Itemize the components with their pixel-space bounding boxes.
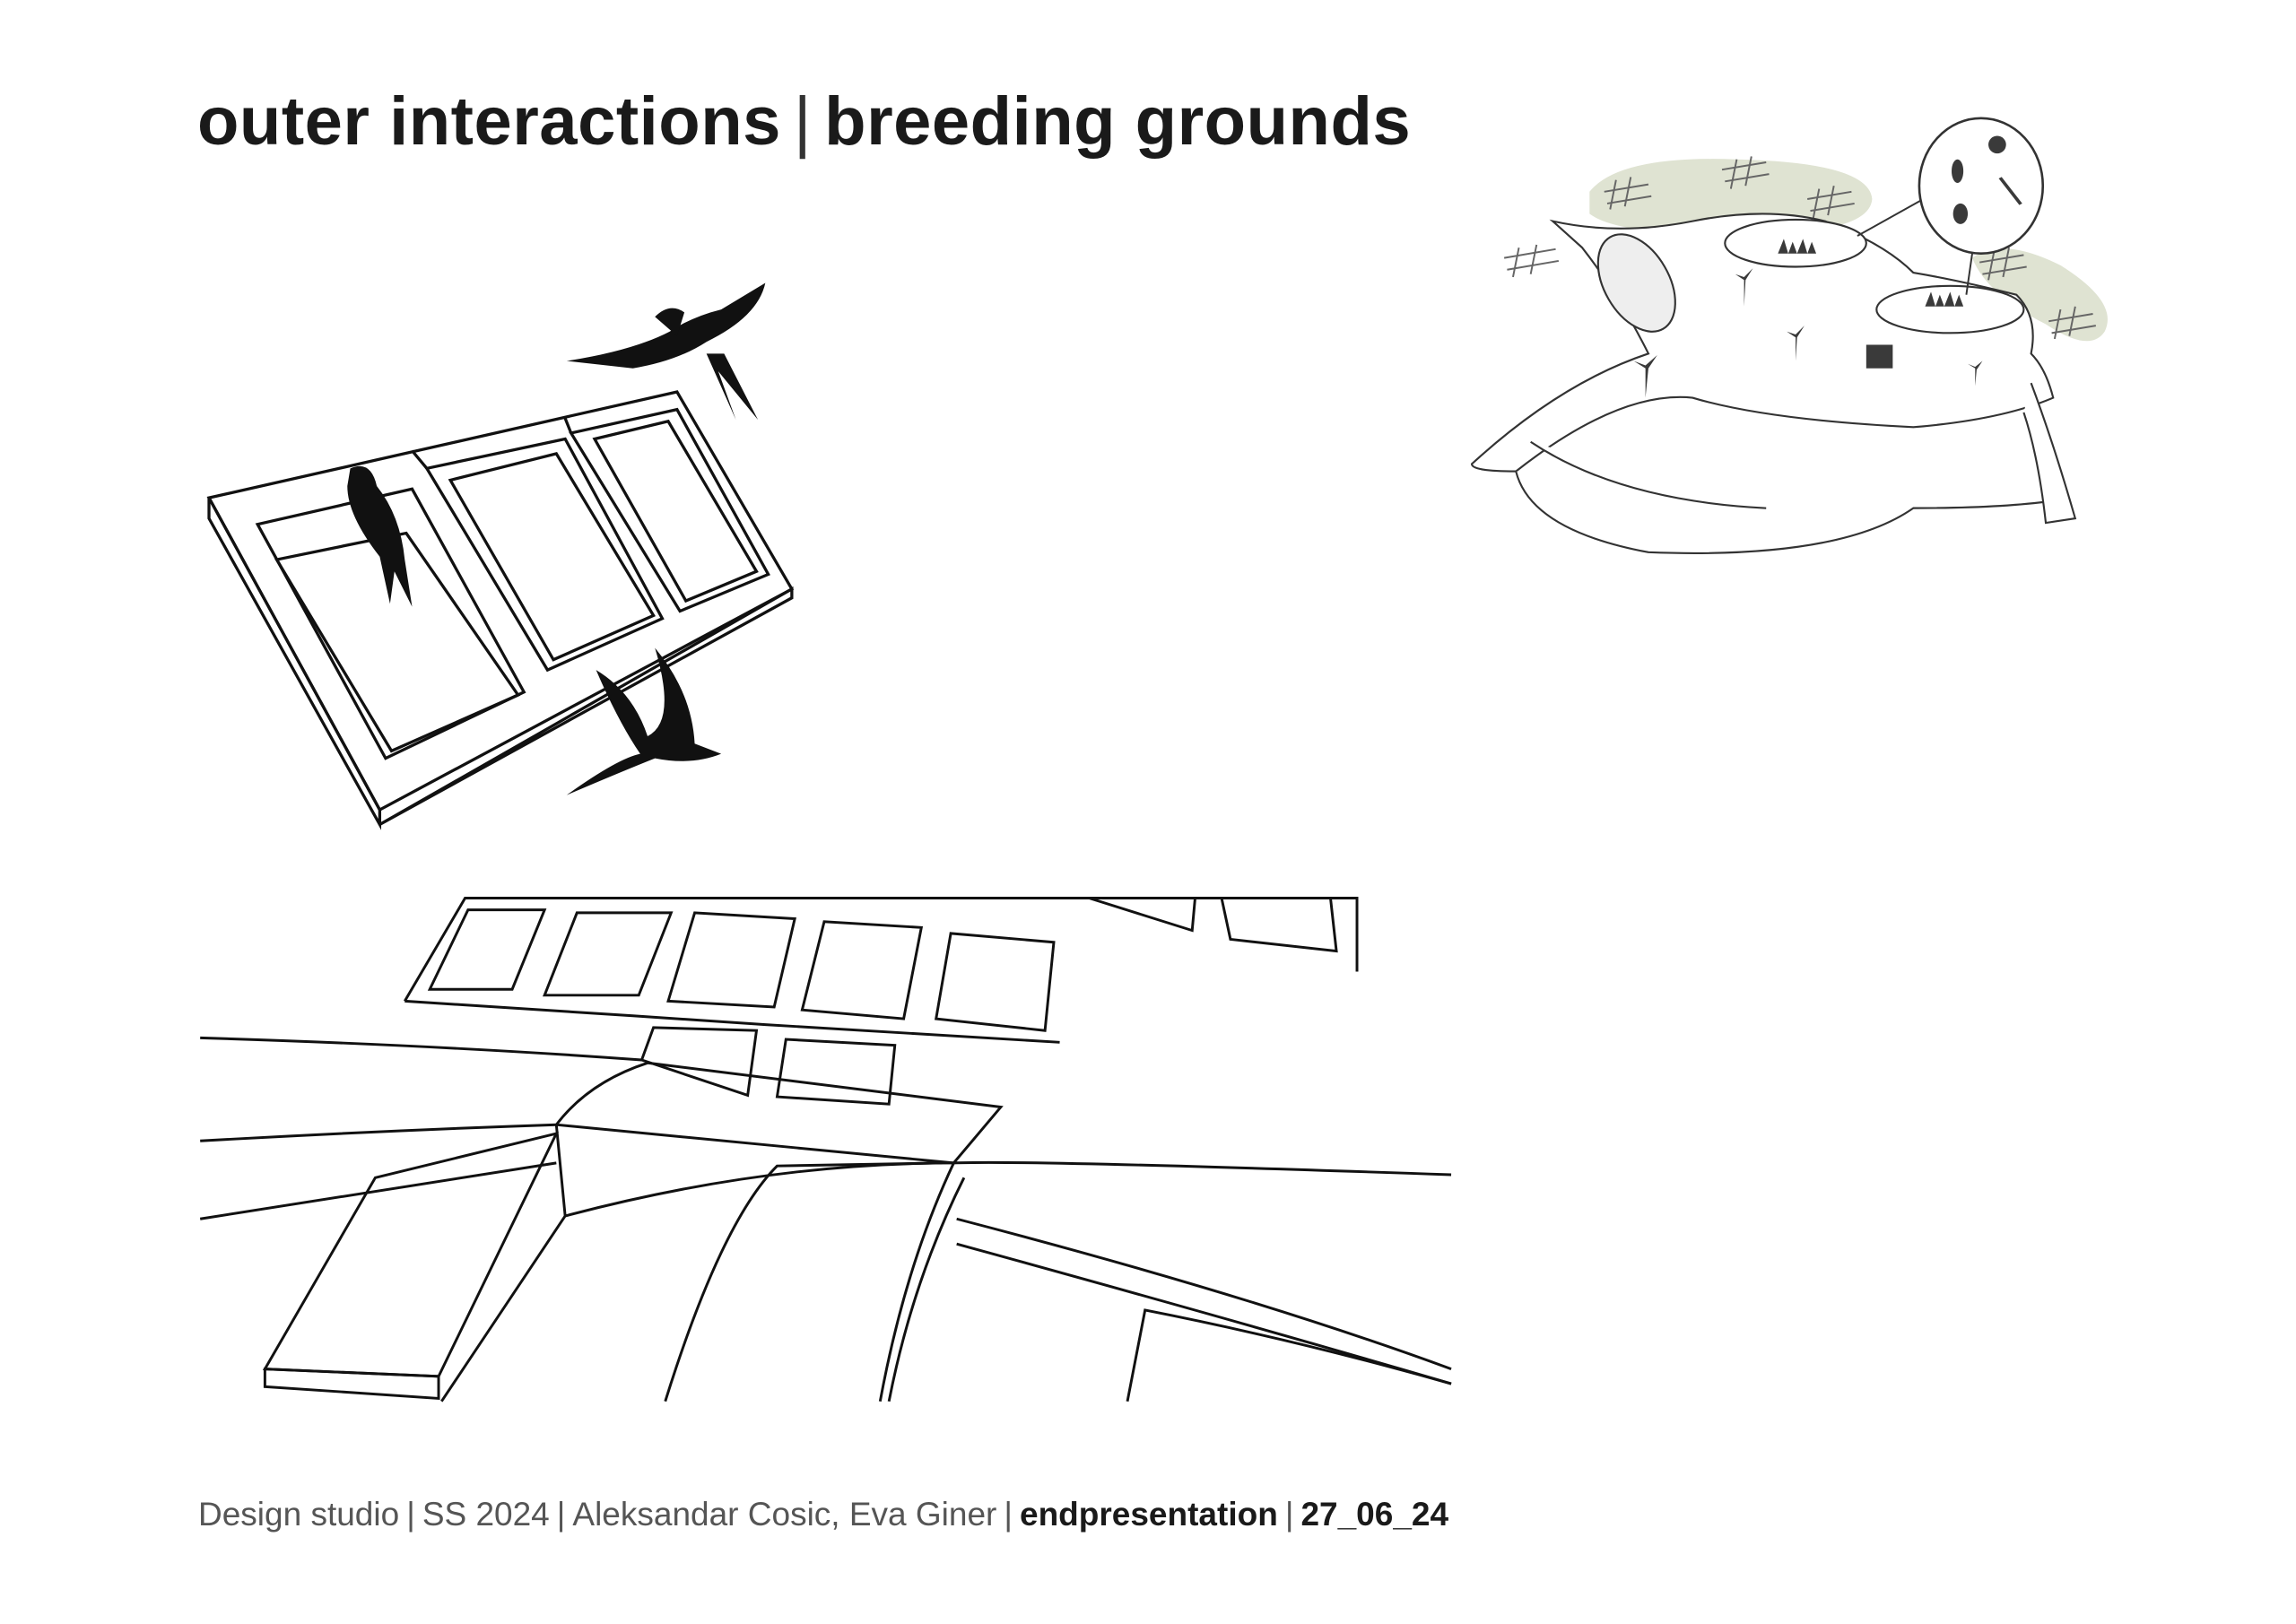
swallow-icon [566, 282, 766, 421]
dragonfly-icon [1998, 177, 2022, 205]
grass-icon [1778, 239, 1817, 254]
flying-swallow-icon [566, 647, 722, 795]
footer-separator: | [1284, 1496, 1294, 1533]
footer-course: Design studio [198, 1496, 400, 1533]
bridge-drawing [199, 897, 1452, 1403]
plant-icon [1633, 354, 1657, 398]
footer-semester: SS 2024 [422, 1496, 550, 1533]
footer: Design studio|SS 2024|Aleksandar Cosic, … [198, 1496, 1448, 1533]
green-patch [1589, 159, 1873, 234]
beetle-icon [1952, 159, 1964, 183]
footer-separator: | [556, 1496, 566, 1533]
spider-icon [1988, 135, 2006, 154]
people-icon [1866, 344, 1893, 369]
grass-icon [1925, 291, 1964, 307]
perched-swallow-icon [347, 465, 413, 607]
footer-date: 27_06_24 [1300, 1496, 1449, 1533]
plant-icon [1968, 360, 1983, 386]
plant-icon [1787, 326, 1805, 361]
footer-separator: | [1004, 1496, 1013, 1533]
title-separator: | [793, 83, 813, 160]
plant-icon [1735, 268, 1753, 307]
footer-authors: Aleksandar Cosic, Eva Giner [572, 1496, 997, 1533]
footer-event: endpresentation [1020, 1496, 1278, 1533]
bee-icon [1952, 203, 1969, 224]
page-title: outer interactions|breeding grounds [197, 83, 1411, 161]
title-part-1: outer interactions [197, 83, 781, 160]
nest-box-drawing [206, 390, 795, 830]
building-axonometric [1470, 117, 2108, 554]
footer-separator: | [406, 1496, 415, 1533]
title-part-2: breeding grounds [824, 83, 1412, 160]
